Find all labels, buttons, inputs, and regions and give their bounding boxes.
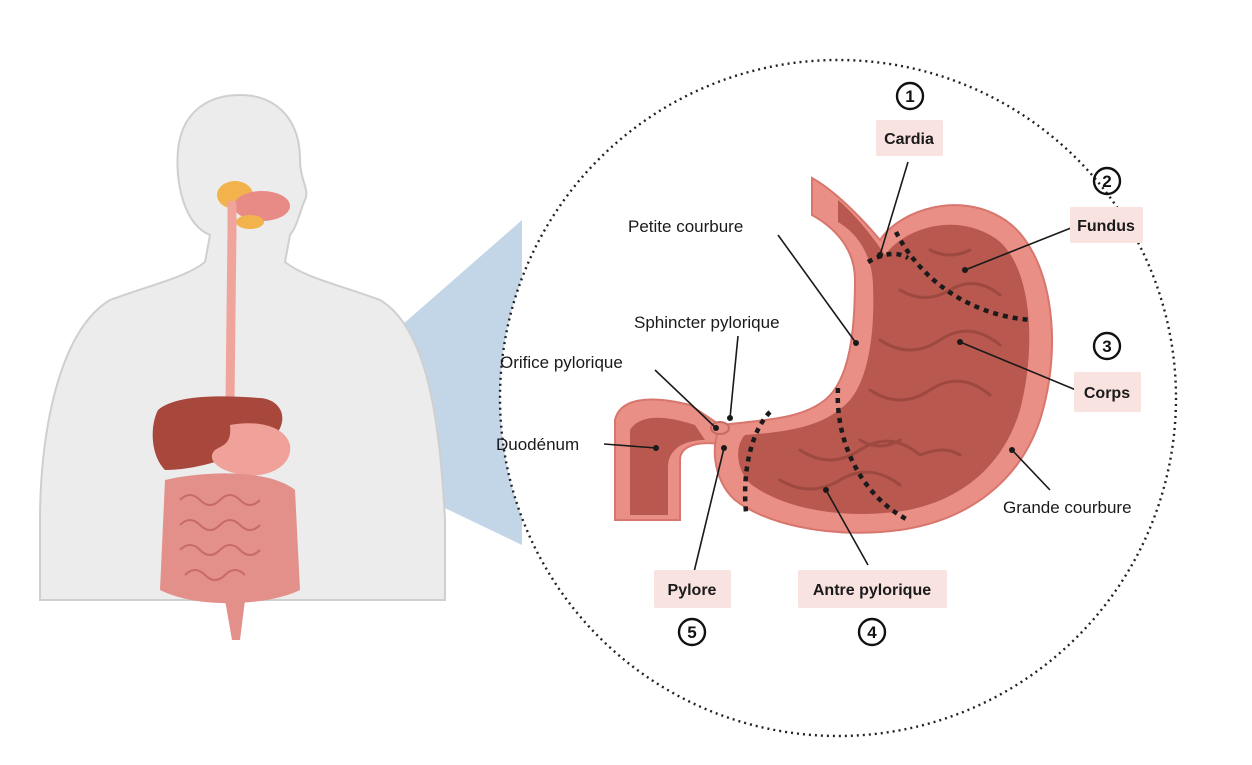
tag-cardia: Cardia (884, 131, 934, 148)
number-4: 4 (867, 623, 877, 642)
number-5: 5 (687, 623, 696, 642)
label-orifice-pylorique: Orifice pylorique (500, 353, 623, 372)
tag-antre-pylorique: Antre pylorique (813, 582, 931, 599)
number-1: 1 (905, 87, 914, 106)
tag-fundus: Fundus (1077, 218, 1135, 235)
label-petite-courbure: Petite courbure (628, 217, 743, 236)
human-body-figure (40, 95, 445, 640)
label-duodenum: Duodénum (496, 435, 579, 454)
number-2: 2 (1102, 172, 1111, 191)
label-sphincter-pylorique: Sphincter pylorique (634, 313, 780, 332)
tag-pylore: Pylore (668, 582, 717, 599)
label-grande-courbure: Grande courbure (1003, 498, 1132, 517)
number-3: 3 (1102, 337, 1111, 356)
tag-corps: Corps (1084, 385, 1130, 402)
